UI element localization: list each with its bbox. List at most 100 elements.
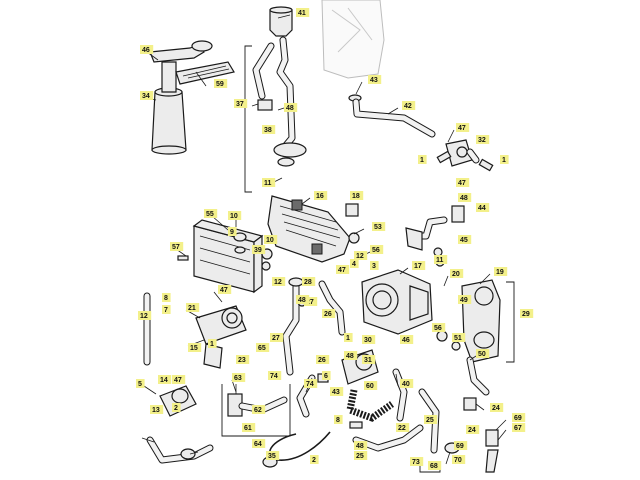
callout-number: 57 [172,244,180,251]
callout-background [400,379,414,388]
fitting-21 [195,305,247,369]
callout-number: 11 [436,257,444,264]
callout-48: 48 [296,295,310,304]
callout-background [304,297,318,306]
callout-background [236,355,250,364]
callout-number: 48 [346,353,354,360]
callout-background [424,415,438,424]
callout-12: 12 [354,251,368,260]
callout-45: 45 [458,235,472,244]
callout-number: 8 [336,417,340,424]
callout-background [428,461,442,470]
callout-number: 43 [370,77,378,84]
callout-background [456,123,470,132]
callout-69: 69 [454,441,468,450]
callout-46: 46 [400,335,414,344]
callout-number: 48 [286,105,294,112]
callout-background [458,193,472,202]
callout-number: 41 [298,10,306,17]
callout-15: 15 [188,343,202,352]
callout-background [396,423,410,432]
callout-number: 67 [514,425,522,432]
callout-number: 59 [216,81,224,88]
callout-1: 1 [500,155,509,164]
valve-14 [146,385,214,464]
callout-number: 1 [420,157,424,164]
pipe-42 [348,94,436,138]
callout-number: 13 [152,407,160,414]
callout-number: 48 [298,297,306,304]
bracket-37 [244,45,252,193]
callout-background [336,265,350,274]
callout-background [228,227,237,236]
callout-background [362,335,376,344]
callout-background [252,245,266,254]
callout-background [252,439,266,448]
callout-number: 4 [352,261,356,268]
callout-number: 27 [306,299,314,306]
callout-number: 1 [210,341,214,348]
callout-25: 25 [354,451,368,460]
callout-number: 51 [454,335,462,342]
callout-background [234,99,248,108]
callout-background [188,343,202,352]
callout-background [262,125,276,134]
callout-number: 40 [402,381,410,388]
callout-background [252,405,266,414]
callout-47: 47 [456,178,470,187]
callout-background [350,191,364,200]
callout-number: 55 [206,211,214,218]
callout-number: 62 [254,407,262,414]
callout-number: 17 [414,263,422,270]
callout-number: 24 [468,427,476,434]
callout-3: 3 [370,261,379,270]
callout-55: 55 [204,209,218,218]
callout-background [466,425,480,434]
callout-10: 10 [228,211,242,220]
callout-background [242,423,256,432]
callout-41: 41 [296,8,310,17]
callout-background [434,255,448,264]
callout-48: 48 [458,193,472,202]
callout-number: 1 [346,335,350,342]
callout-47: 47 [336,265,350,274]
callout-background [364,381,378,390]
callout-11: 11 [262,178,276,187]
callout-number: 48 [460,195,468,202]
callout-31: 31 [362,355,376,364]
callout-number: 9 [230,229,234,236]
callout-background [500,155,509,164]
callout-background [458,235,472,244]
callout-34: 34 [140,91,154,100]
callout-background [140,91,154,100]
callout-number: 39 [254,247,262,254]
callout-number: 11 [264,180,272,187]
callout-25: 25 [424,415,438,424]
callout-number: 26 [324,311,332,318]
callout-background [476,203,490,212]
callout-51: 51 [452,333,466,342]
callout-number: 32 [478,137,486,144]
callout-number: 46 [142,47,150,54]
callout-background [296,8,310,17]
callout-number: 73 [412,459,420,466]
callout-20: 20 [450,269,464,278]
callout-number: 28 [304,279,312,286]
callout-number: 1 [502,157,506,164]
callout-48: 48 [344,351,358,360]
callout-39: 39 [252,245,266,254]
callout-number: 18 [352,193,360,200]
callout-number: 31 [364,357,372,364]
callout-background [450,269,464,278]
callout-background [162,305,171,314]
callout-number: 35 [268,453,276,460]
callout-background [268,371,282,380]
callout-background [354,441,368,450]
callout-background [412,261,426,270]
callout-73: 73 [410,457,424,466]
callout-background [476,135,490,144]
callout-number: 47 [458,125,466,132]
callout-30: 30 [362,335,376,344]
callout-number: 21 [188,305,196,312]
